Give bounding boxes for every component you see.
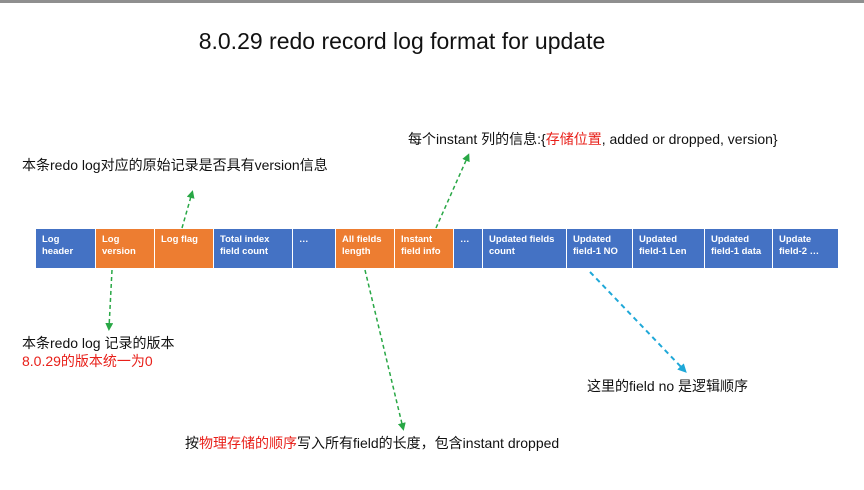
note-length-suffix: 写入所有field的长度，包含instant dropped	[297, 435, 560, 451]
note-field-no: 这里的field no 是逻辑顺序	[587, 377, 748, 395]
arrow-log-flag	[181, 190, 195, 229]
cell-3: Total index field count	[214, 229, 293, 268]
note-length-prefix: 按	[185, 435, 199, 451]
cell-10: Updated field-1 Len	[633, 229, 705, 268]
note-log-version-line2: 8.0.29的版本统一为0	[22, 353, 153, 369]
arrow-instant-field-info	[435, 153, 470, 229]
cell-label: Updated field-1 Len	[639, 234, 687, 257]
cell-11: Updated field-1 data	[705, 229, 773, 268]
cell-label: …	[460, 234, 470, 245]
cell-5: All fields length	[336, 229, 395, 268]
note-log-flag: 本条redo log对应的原始记录是否具有version信息	[22, 156, 328, 174]
cell-label: …	[299, 234, 309, 245]
arrow-field-no	[589, 271, 687, 373]
top-border	[0, 0, 864, 3]
note-instant-red: 存储位置	[545, 131, 602, 147]
note-instant-prefix: 每个instant 列的信息:{	[408, 131, 546, 147]
arrow-all-fields-length	[364, 269, 406, 431]
cell-1: Log version	[96, 229, 155, 268]
cell-label: Instant field info	[401, 234, 441, 257]
cell-label: Updated fields count	[489, 234, 555, 257]
cell-label: Updated field-1 NO	[573, 234, 618, 257]
cell-label: Log flag	[161, 234, 198, 245]
cell-0: Log header	[36, 229, 96, 268]
note-log-version: 本条redo log 记录的版本 8.0.29的版本统一为0	[22, 334, 174, 370]
cell-8: Updated fields count	[483, 229, 567, 268]
note-all-fields-length: 按物理存储的顺序写入所有field的长度，包含instant dropped	[185, 434, 559, 452]
note-log-flag-text: 本条redo log对应的原始记录是否具有version信息	[22, 157, 328, 173]
note-instant-suffix: , added or dropped, version}	[601, 131, 778, 147]
cell-label: Total index field count	[220, 234, 270, 257]
cell-12: Update field-2 …	[773, 229, 839, 268]
note-log-version-line1: 本条redo log 记录的版本	[22, 335, 175, 351]
cell-2: Log flag	[155, 229, 214, 268]
note-field-no-text: 这里的field no 是逻辑顺序	[587, 378, 749, 394]
cell-7: …	[454, 229, 483, 268]
cell-label: Log header	[42, 234, 74, 257]
cell-6: Instant field info	[395, 229, 454, 268]
arrow-log-version	[105, 269, 114, 331]
cell-4: …	[293, 229, 336, 268]
cell-label: All fields length	[342, 234, 382, 257]
note-length-red: 物理存储的顺序	[199, 435, 297, 451]
note-instant-field-info: 每个instant 列的信息:{存储位置, added or dropped, …	[408, 130, 778, 148]
cell-label: Update field-2 …	[779, 234, 820, 257]
cell-label: Log version	[102, 234, 136, 257]
cell-label: Updated field-1 data	[711, 234, 762, 257]
cell-9: Updated field-1 NO	[567, 229, 633, 268]
page-title: 8.0.29 redo record log format for update	[198, 28, 606, 54]
